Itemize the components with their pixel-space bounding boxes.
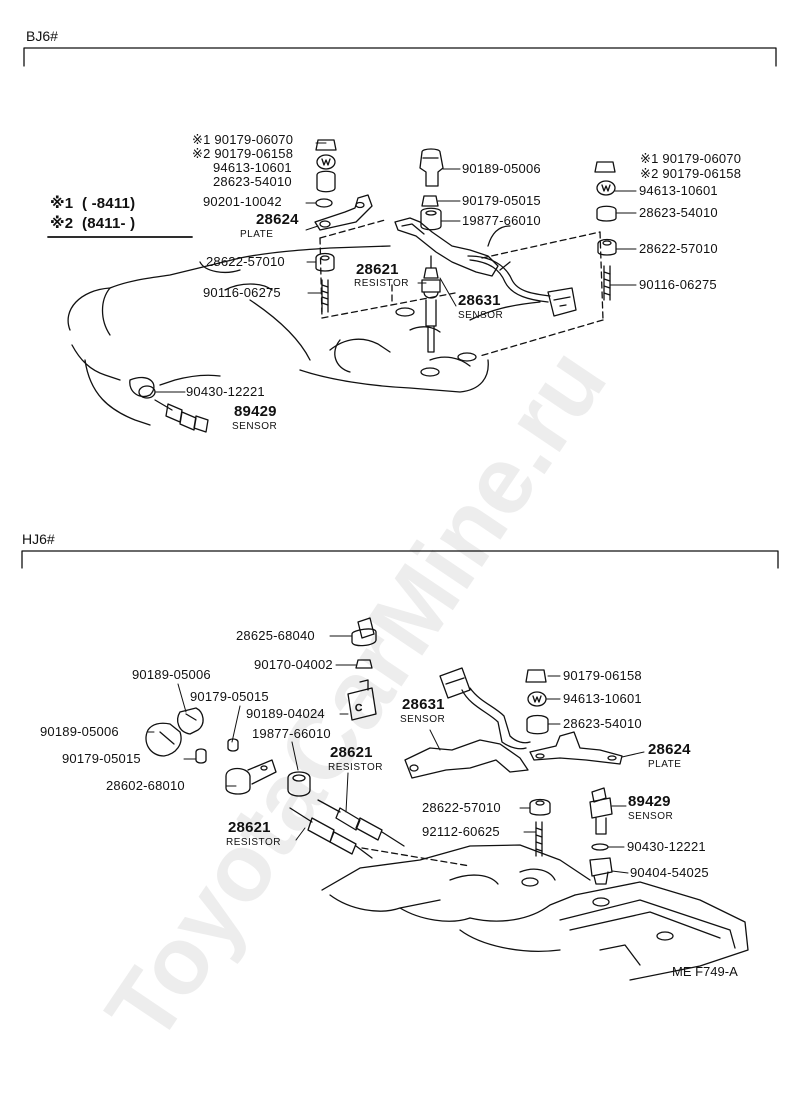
leaders-top (154, 142, 637, 393)
clip-90189-05006-lower (145, 722, 182, 757)
legend-range-2: (8411- ) (82, 215, 136, 232)
leaders-bottom (147, 635, 645, 874)
svg-text:C: C (355, 703, 362, 714)
label-28622-57010-bottom: 28622-57010 (422, 800, 501, 815)
plate-28624-top (314, 194, 373, 231)
rubber-19877-66010 (287, 771, 311, 797)
label-28622-57010-left: 28622-57010 (206, 254, 285, 269)
label-plate-bottom: PLATE (648, 759, 682, 770)
sensor-89429-top (154, 399, 209, 433)
label-90179-06158-left: ※2 90179-06158 (192, 146, 294, 161)
section-bracket-top (23, 47, 777, 67)
bracket-90189-04024: C (347, 679, 377, 721)
label-28623-54010-right: 28623-54010 (639, 205, 718, 220)
resistor-28621-bottom-upper (317, 799, 405, 847)
label-28623-54010-left: 28623-54010 (213, 174, 292, 189)
label-resistor-bottom-upper: RESISTOR (328, 762, 383, 773)
label-28623-54010-bottom: 28623-54010 (563, 716, 642, 731)
label-sensor-28631-bottom: SENSOR (400, 714, 446, 725)
cap-28625-68040 (351, 617, 377, 647)
label-19877-66010-top: 19877-66010 (462, 213, 541, 228)
label-89429-top: 89429 (234, 403, 277, 420)
engine-block-top (67, 245, 541, 426)
label-90189-04024: 90189-04024 (246, 706, 325, 721)
label-28625-68040: 28625-68040 (236, 628, 315, 643)
label-28624-bottom: 28624 (648, 741, 691, 758)
legend-range-1: ( -8411) (82, 195, 136, 212)
plate-28624-bottom (529, 731, 623, 765)
label-90430-12221-top: 90430-12221 (186, 384, 265, 399)
label-28631-bottom: 28631 (402, 696, 445, 713)
label-90179-06070-left: ※1 90179-06070 (192, 132, 294, 147)
label-resistor-top: RESISTOR (354, 278, 409, 289)
sensor-28631-bottom (404, 667, 531, 779)
insulator-stud-bottom (529, 798, 551, 857)
sensor-28631-top (394, 217, 577, 317)
label-90430-12221-bottom: 90430-12221 (627, 839, 706, 854)
label-sensor-89429-top: SENSOR (232, 421, 278, 432)
washer-90179-05015-a (227, 738, 239, 752)
resistor-28621-top (421, 255, 441, 353)
washer-90179-05015-b (195, 748, 207, 764)
holder-28602-68010 (225, 759, 277, 795)
label-plate-top: PLATE (240, 229, 274, 240)
label-sensor-89429-bottom: SENSOR (628, 811, 674, 822)
label-90116-06275-right: 90116-06275 (639, 277, 717, 292)
label-90170-04002: 90170-04002 (254, 657, 333, 672)
legend-mark-2: ※2 (50, 215, 74, 232)
label-94613-10601-right: 94613-10601 (639, 183, 718, 198)
section-bracket-bottom (21, 550, 779, 569)
label-28622-57010-right: 28622-57010 (639, 241, 718, 256)
label-90189-05006-upper: 90189-05006 (132, 667, 211, 682)
nut-stack-left-top (315, 139, 337, 193)
label-90116-06275-left: 90116-06275 (203, 285, 281, 300)
label-28621-bottom-lower: 28621 (228, 819, 271, 836)
label-sensor-28631-top: SENSOR (458, 310, 504, 321)
label-92112-60625: 92112-60625 (422, 824, 500, 839)
sensor-89429-bottom (589, 787, 613, 885)
legend-mark-1: ※1 (50, 195, 74, 212)
nut-90170-04002 (355, 659, 373, 669)
label-28602-68010: 28602-68010 (106, 778, 185, 793)
insulator-stud-left-top (315, 252, 335, 313)
center-parts-top (419, 148, 444, 231)
label-89429-bottom: 89429 (628, 793, 671, 810)
label-90179-06158-bottom: 90179-06158 (563, 668, 642, 683)
label-28631-top: 28631 (458, 292, 501, 309)
label-90179-06158-right: ※2 90179-06158 (640, 166, 742, 181)
intake-manifold-bottom (321, 844, 749, 981)
label-94613-10601-left: 94613-10601 (213, 160, 292, 175)
washer-90201-10042 (315, 198, 333, 208)
label-90179-05015-upper: 90179-05015 (190, 689, 269, 704)
label-90404-54025: 90404-54025 (630, 865, 709, 880)
figure-code: ME F749-A (672, 964, 738, 979)
label-90179-05015-top: 90179-05015 (462, 193, 541, 208)
label-28621-top: 28621 (356, 261, 399, 278)
section-title-hj6: HJ6# (22, 531, 55, 547)
label-90179-05015-lower: 90179-05015 (62, 751, 141, 766)
resistor-28621-bottom-lower (289, 807, 373, 859)
nut-stack-right-bottom (525, 669, 549, 735)
label-resistor-bottom-lower: RESISTOR (226, 837, 281, 848)
nut-stack-right-top (594, 161, 617, 301)
label-90179-06070-right: ※1 90179-06070 (640, 151, 742, 166)
label-94613-10601-bottom: 94613-10601 (563, 691, 642, 706)
label-28624-top: 28624 (256, 211, 299, 228)
label-19877-66010-bottom: 19877-66010 (252, 726, 331, 741)
label-90189-05006-top: 90189-05006 (462, 161, 541, 176)
label-28621-bottom-upper: 28621 (330, 744, 373, 761)
clip-90189-05006-upper (177, 707, 204, 735)
label-90201-10042: 90201-10042 (203, 194, 282, 209)
label-90189-05006-lower: 90189-05006 (40, 724, 119, 739)
dashed-line-bottom (361, 847, 471, 867)
section-title-bj6: BJ6# (26, 28, 58, 44)
